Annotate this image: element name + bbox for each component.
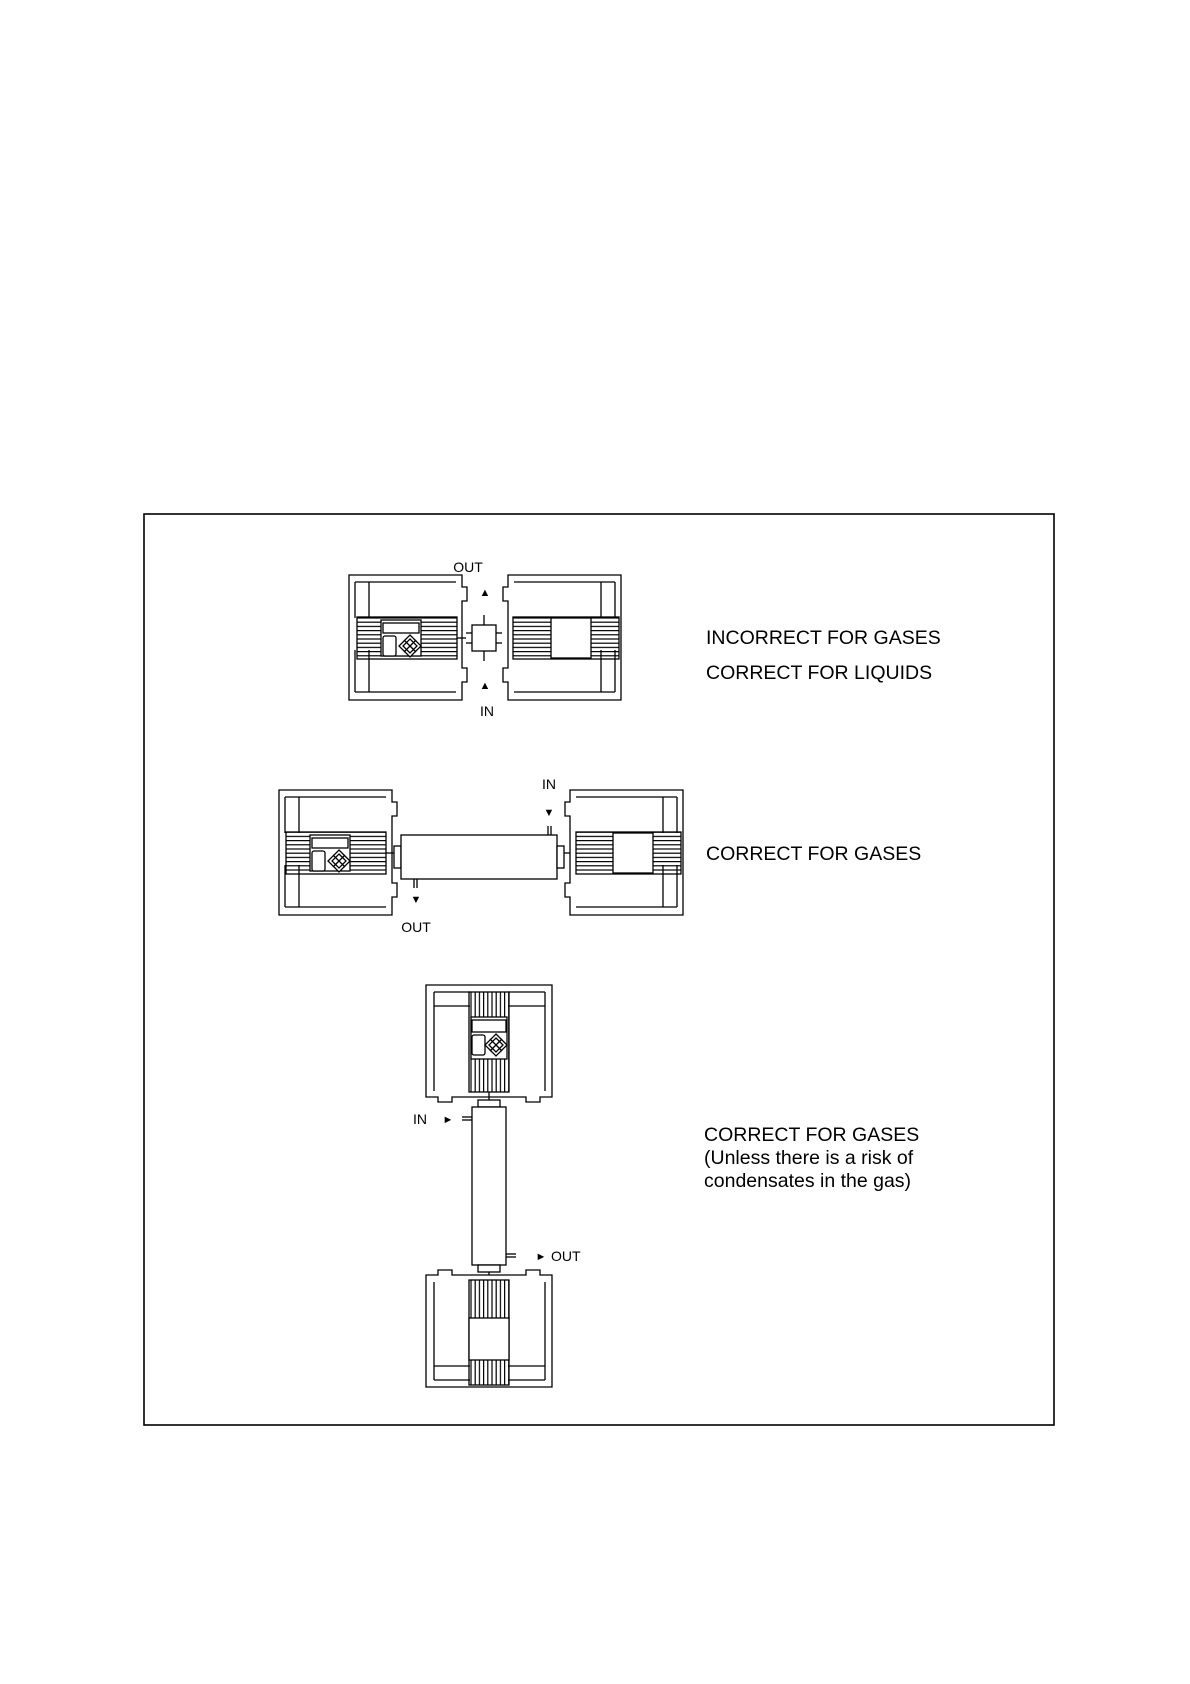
in-label: IN bbox=[480, 703, 494, 719]
receiver-body bbox=[613, 833, 653, 873]
process-cell-vertical bbox=[472, 1107, 506, 1265]
diagram-horizontal-long bbox=[279, 790, 683, 915]
flange-left bbox=[394, 846, 401, 868]
display-window bbox=[472, 1020, 506, 1032]
in-arrow-right: ► bbox=[443, 1114, 454, 1126]
out-label: OUT bbox=[453, 559, 483, 575]
out-arrow-up: ▲ bbox=[480, 587, 491, 599]
in-arrow-down: ▼ bbox=[544, 807, 555, 819]
flange-top bbox=[478, 1100, 500, 1107]
diagram-vertical bbox=[426, 985, 552, 1387]
caption-line: CORRECT FOR GASES bbox=[704, 1124, 919, 1146]
out-label: OUT bbox=[401, 919, 431, 935]
caption-line: (Unless there is a risk of bbox=[704, 1147, 914, 1169]
display-window bbox=[312, 838, 348, 848]
out-arrow-down: ▼ bbox=[411, 894, 422, 906]
flange-bottom bbox=[478, 1265, 500, 1272]
out-arrow-right: ► bbox=[536, 1251, 547, 1263]
connector-box bbox=[312, 851, 325, 871]
in-label: IN bbox=[413, 1111, 427, 1127]
caption-line: INCORRECT FOR GASES bbox=[706, 627, 941, 649]
out-label: OUT bbox=[551, 1248, 581, 1264]
flange-right bbox=[557, 846, 564, 868]
connector-box bbox=[383, 636, 396, 656]
process-cell-short bbox=[472, 625, 496, 651]
connector-box bbox=[472, 1035, 485, 1055]
receiver-body bbox=[551, 618, 591, 658]
display-window bbox=[383, 623, 419, 633]
in-arrow-up: ▲ bbox=[480, 680, 491, 692]
caption-line: CORRECT FOR LIQUIDS bbox=[706, 662, 932, 684]
caption-line: condensates in the gas) bbox=[704, 1170, 911, 1192]
caption-line: CORRECT FOR GASES bbox=[706, 843, 921, 865]
receiver-body bbox=[469, 1318, 509, 1360]
in-label: IN bbox=[542, 776, 556, 792]
process-cell-long bbox=[401, 835, 557, 879]
